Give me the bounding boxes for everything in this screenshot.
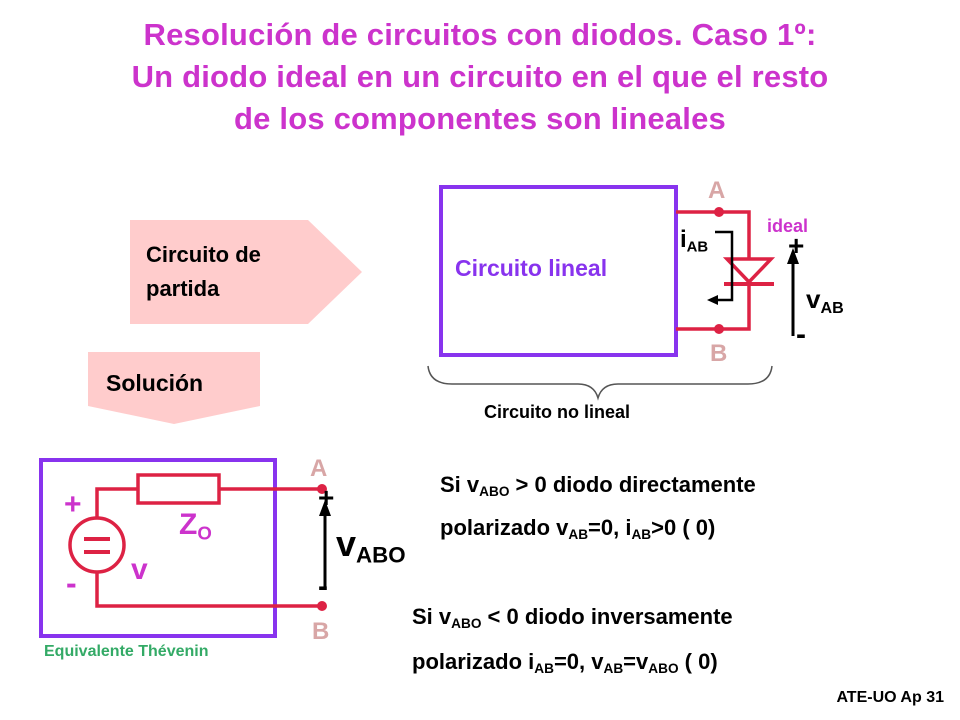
- thevenin-wires: [95, 487, 322, 608]
- source-minus-sign: -: [66, 565, 77, 601]
- slide-title: Resolución de circuitos con diodos. Caso…: [0, 14, 960, 140]
- node-a-dot: [714, 207, 724, 217]
- voltage-source-icon: [68, 516, 126, 574]
- current-arrow-icon: [707, 230, 734, 305]
- case-2-line2-c: =v: [623, 649, 649, 675]
- output-voltage-symbol: v: [336, 523, 357, 564]
- current-subscript: AB: [686, 239, 709, 256]
- node-a-label: A: [708, 177, 726, 204]
- voltage-subscript: AB: [820, 298, 844, 317]
- impedance-subscript: O: [197, 522, 212, 544]
- impedance-icon: [136, 473, 221, 505]
- ideal-label: ideal: [767, 216, 809, 236]
- case-1-line2-sub1: AB: [568, 527, 589, 543]
- voltage-arrow-icon: [787, 248, 799, 336]
- node-b-label: B: [710, 340, 728, 367]
- arrow-label: Circuito de partida: [146, 238, 261, 306]
- case-1: Si vABO > 0 diodo directamente polarizad…: [440, 467, 756, 553]
- output-voltage-label: vABO: [336, 523, 406, 569]
- current-symbol: i: [680, 226, 687, 253]
- impedance-symbol: Z: [179, 508, 198, 541]
- arrow-label-line-2: partida: [146, 276, 220, 301]
- thevenin-caption: Equivalente Thévenin: [44, 643, 209, 660]
- case-1-line-1: Si vABO > 0 diodo directamente: [440, 467, 756, 510]
- output-voltage-arrow-icon: [319, 500, 331, 590]
- top-minus-sign: -: [796, 318, 806, 351]
- footer-slide-id: ATE-UO Ap 31: [836, 689, 944, 706]
- node-b-dot: [714, 324, 724, 334]
- case-2-line2-d: ( 0): [678, 649, 718, 675]
- thevenin-node-a-dot: [317, 484, 327, 494]
- voltage-label: vAB: [806, 284, 844, 318]
- case-2-line2-sub2: AB: [603, 661, 624, 677]
- voltage-symbol: v: [806, 284, 821, 314]
- case-2-line2-sub3: ABO: [648, 661, 679, 677]
- case-2-line2-a: polarizado i: [412, 649, 535, 675]
- top-wires: [676, 210, 751, 331]
- case-2-line-1: Si vABO < 0 diodo inversamente: [412, 598, 733, 643]
- case-2-line-2: polarizado iAB=0, vAB=vABO ( 0): [412, 643, 733, 688]
- thevenin-node-b-label: B: [312, 618, 330, 645]
- case-2-line2-sub1: AB: [534, 661, 554, 677]
- current-label: iAB: [680, 226, 708, 255]
- impedance-label: ZO: [179, 508, 212, 545]
- case-2: Si vABO < 0 diodo inversamente polarizad…: [412, 598, 733, 688]
- linear-circuit-box: [439, 185, 678, 357]
- source-label: v: [131, 553, 148, 586]
- case-1-line2-sub2: AB: [631, 527, 652, 543]
- output-plus-sign: +: [318, 482, 335, 513]
- brace-icon: [427, 365, 773, 401]
- title-line-1: Resolución de circuitos con diodos. Caso…: [143, 17, 817, 52]
- case-1-line2-b: =0, i: [588, 515, 632, 541]
- solution-label: Solución: [106, 370, 204, 396]
- title-line-2: Un diodo ideal en un circuito en el que …: [131, 59, 829, 94]
- case-1-sub: ABO: [479, 484, 510, 500]
- case-1-line2-a: polarizado v: [440, 515, 569, 541]
- arrow-circuito-de-partida: [130, 220, 362, 324]
- case-2-sub: ABO: [451, 616, 482, 632]
- output-minus-sign: -: [318, 570, 328, 603]
- case-1-text-a: Si v: [440, 472, 480, 497]
- nonlinear-circuit-label: Circuito no lineal: [484, 402, 631, 422]
- output-voltage-subscript: ABO: [356, 542, 406, 568]
- arrow-label-line-1: Circuito de: [146, 242, 261, 267]
- case-1-text-b: > 0 diodo directamente: [509, 472, 756, 497]
- title-line-3: de los componentes son lineales: [234, 101, 726, 136]
- linear-circuit-label: Circuito lineal: [455, 255, 608, 281]
- thevenin-node-b-dot: [317, 601, 327, 611]
- case-1-line2-c: >0 ( 0): [651, 515, 716, 541]
- source-plus-sign: +: [64, 488, 82, 521]
- thevenin-box: [39, 458, 277, 638]
- case-2-text-a: Si v: [412, 604, 452, 629]
- case-2-text-b: < 0 diodo inversamente: [481, 604, 733, 629]
- top-plus-sign: +: [788, 230, 805, 261]
- case-2-line2-b: =0, v: [553, 649, 604, 675]
- arrow-solucion: [88, 352, 260, 424]
- case-1-line-2: polarizado vAB=0, iAB>0 ( 0): [440, 510, 756, 553]
- thevenin-node-a-label: A: [310, 455, 328, 482]
